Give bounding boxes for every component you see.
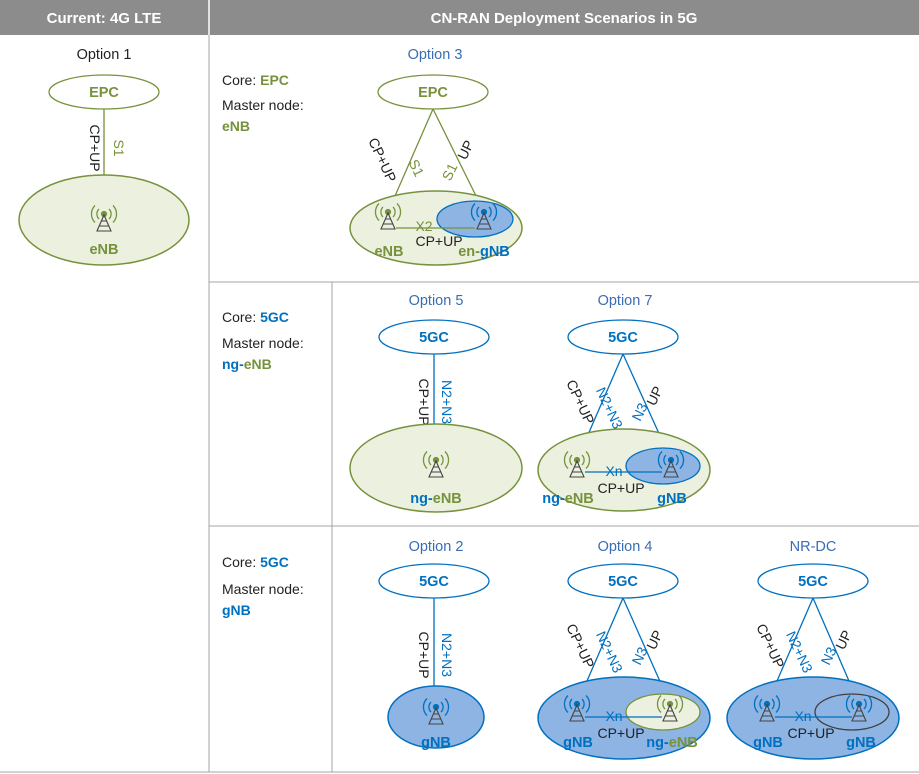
svg-text:ng-eNB: ng-eNB (410, 491, 462, 507)
svg-text:gNB: gNB (421, 735, 451, 751)
option-5: Option 5 5GC CP+UP N2+N3 ng-eNB (349, 293, 523, 513)
header-left: Current: 4G LTE (47, 10, 162, 27)
epc-core (377, 74, 489, 110)
svg-text:Core: 5GC: Core: 5GC (222, 554, 289, 570)
svg-text:gNB: gNB (753, 735, 783, 751)
svg-text:CP+UP: CP+UP (563, 621, 597, 670)
svg-text:S1: S1 (406, 157, 428, 179)
svg-text:5GC: 5GC (419, 574, 449, 590)
epc-core (48, 74, 160, 110)
svg-text:CP+UP: CP+UP (416, 378, 432, 425)
row-5gc-ng-labels: Core: 5GC Master node: ng-eNB (222, 309, 304, 372)
5gc-core (378, 319, 490, 355)
option-3-title: Option 3 (408, 47, 463, 63)
svg-text:Option 2: Option 2 (409, 539, 464, 555)
svg-text:5GC: 5GC (608, 574, 638, 590)
option-4: Option 4 5GC CP+UP N2+N3 UP N3 Xn CP+UP … (537, 539, 711, 760)
5gc-core (567, 563, 679, 599)
svg-text:en-gNB: en-gNB (458, 244, 510, 260)
svg-text:Option 7: Option 7 (598, 293, 653, 309)
svg-text:UP: UP (643, 628, 666, 652)
5gc-core (757, 563, 869, 599)
svg-text:Xn: Xn (605, 708, 622, 724)
svg-text:5GC: 5GC (419, 330, 449, 346)
svg-text:N2+N3: N2+N3 (439, 633, 455, 677)
option-2: Option 2 5GC CP+UP N2+N3 gNB (378, 539, 490, 751)
svg-text:gNB: gNB (563, 735, 593, 751)
svg-text:eNB: eNB (374, 244, 403, 260)
svg-text:Core: 5GC: Core: 5GC (222, 309, 289, 325)
svg-text:CP+UP: CP+UP (597, 480, 644, 496)
svg-text:N3: N3 (817, 644, 839, 667)
svg-text:Option 4: Option 4 (598, 539, 653, 555)
option-1-title: Option 1 (77, 47, 132, 63)
svg-text:gNB: gNB (657, 491, 687, 507)
svg-text:5GC: 5GC (798, 574, 828, 590)
svg-text:N3: N3 (628, 400, 650, 423)
svg-text:N3: N3 (628, 644, 650, 667)
cp-up-label: CP+UP (87, 124, 103, 171)
svg-text:ng-eNB: ng-eNB (222, 356, 272, 372)
enb-cell (18, 174, 190, 266)
svg-text:gNB: gNB (222, 602, 251, 618)
svg-text:NR-DC: NR-DC (790, 539, 837, 555)
row-epc-labels: Core: EPC Master node: eNB (222, 72, 304, 134)
table-grid (0, 35, 919, 773)
epc-core-label: EPC (89, 85, 119, 101)
svg-text:CP+UP: CP+UP (563, 377, 597, 426)
svg-text:Xn: Xn (605, 463, 622, 479)
row-5gc-g-labels: Core: 5GC Master node: gNB (222, 554, 304, 618)
5gc-core (378, 563, 490, 599)
svg-text:UP: UP (643, 384, 666, 408)
svg-text:X2: X2 (415, 218, 432, 234)
option-3: Option 3 EPC CP+UP S1 UP S1 X2 CP+UP eNB… (349, 47, 523, 266)
svg-text:N2+N3: N2+N3 (593, 629, 626, 676)
svg-text:EPC: EPC (418, 85, 448, 101)
enb-label: eNB (89, 242, 118, 258)
svg-text:UP: UP (454, 138, 477, 162)
header-right: CN-RAN Deployment Scenarios in 5G (431, 10, 698, 27)
svg-text:Option 5: Option 5 (409, 293, 464, 309)
svg-text:CP+UP: CP+UP (416, 631, 432, 678)
svg-text:5GC: 5GC (608, 330, 638, 346)
svg-text:ng-eNB: ng-eNB (646, 735, 698, 751)
5gc-core (567, 319, 679, 355)
svg-text:N2+N3: N2+N3 (439, 380, 455, 424)
svg-text:Master node:: Master node: (222, 97, 304, 113)
s1-label: S1 (111, 139, 127, 156)
option-7: Option 7 5GC CP+UP N2+N3 UP N3 Xn CP+UP … (537, 293, 711, 512)
svg-text:UP: UP (832, 628, 855, 652)
svg-text:CP+UP: CP+UP (415, 233, 462, 249)
option-nr-dc: NR-DC 5GC CP+UP N2+N3 UP N3 Xn CP+UP gNB… (726, 539, 900, 760)
svg-text:Core: EPC: Core: EPC (222, 72, 289, 88)
svg-text:Master node:: Master node: (222, 335, 304, 351)
svg-text:N2+N3: N2+N3 (593, 385, 626, 432)
svg-text:ng-eNB: ng-eNB (542, 491, 594, 507)
svg-text:CP+UP: CP+UP (597, 725, 644, 741)
svg-text:Master node:: Master node: (222, 581, 304, 597)
header-bar (0, 0, 919, 35)
svg-text:Xn: Xn (794, 708, 811, 724)
svg-text:eNB: eNB (222, 118, 250, 134)
svg-text:S1: S1 (439, 160, 461, 183)
svg-text:CP+UP: CP+UP (365, 135, 399, 184)
svg-text:CP+UP: CP+UP (753, 621, 787, 670)
svg-text:gNB: gNB (846, 735, 876, 751)
svg-text:N2+N3: N2+N3 (783, 629, 816, 676)
svg-text:CP+UP: CP+UP (787, 725, 834, 741)
option-1: Option 1 EPC S1 CP+UP eNB (18, 47, 190, 266)
